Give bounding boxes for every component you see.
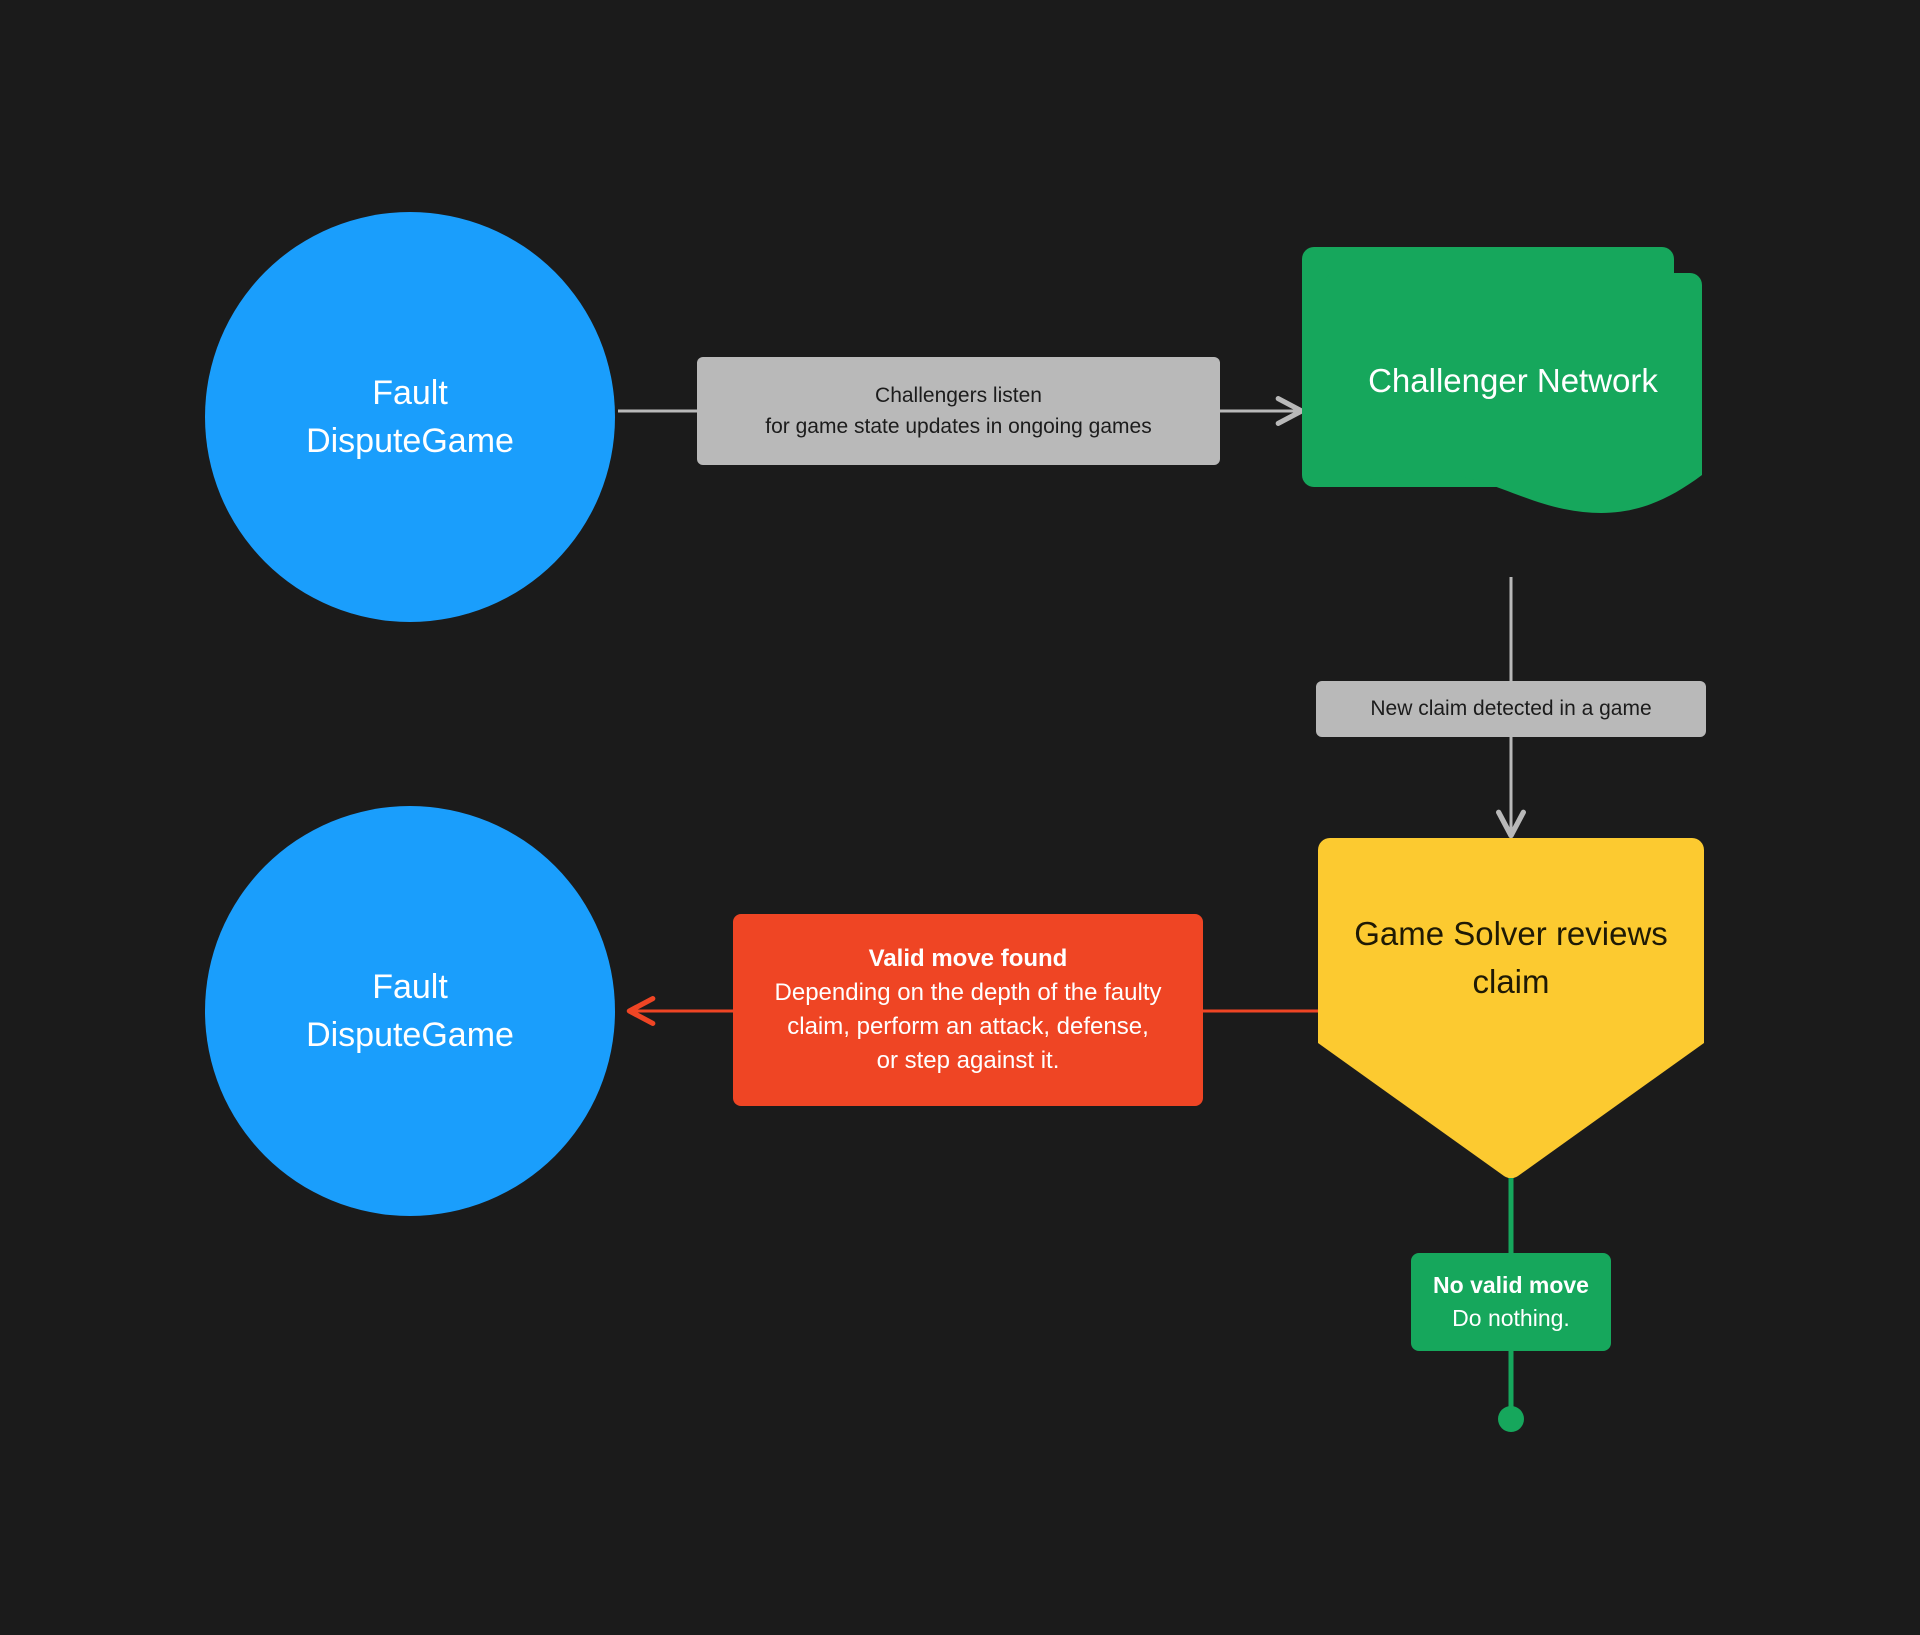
edge-label-valid-move-found[interactable]: Valid move found Depending on the depth … (733, 914, 1203, 1106)
node-game-solver[interactable]: Game Solver reviews claim (1318, 838, 1704, 1178)
node-label-line-1: Fault (372, 967, 448, 1006)
edge-label-heading: Valid move found (868, 944, 1068, 972)
edge-label-line-2: for game state updates in ongoing games (765, 415, 1152, 438)
edge-label-line-1: Do nothing. (1452, 1305, 1570, 1331)
edge-label-line-3: or step against it. (876, 1047, 1060, 1075)
document-stack-front-sheet (1324, 273, 1702, 513)
edge-label-challengers-listen[interactable]: Challengers listen for game state update… (697, 357, 1220, 465)
edge-label-line-1: Challengers listen (875, 383, 1042, 407)
node-label: Challenger Network (1324, 273, 1702, 488)
node-label: Fault DisputeGame (306, 369, 514, 466)
edge-label-line-1: New claim detected in a game (1370, 697, 1652, 721)
node-label-line-1: Challenger (1368, 361, 1528, 399)
edge-label-no-valid-move[interactable]: No valid move Do nothing. (1411, 1253, 1611, 1351)
edge-label-line-1: Depending on the depth of the faulty (774, 978, 1162, 1006)
edge-label-new-claim-detected[interactable]: New claim detected in a game (1316, 681, 1706, 737)
node-label-line-1: Game Solver (1354, 915, 1547, 953)
node-label: Fault DisputeGame (306, 963, 514, 1060)
node-label-line-2: reviews claim (1472, 915, 1668, 1000)
shield-shape (1318, 838, 1704, 1178)
node-fault-dispute-game-top[interactable]: Fault DisputeGame (205, 212, 615, 622)
node-fault-dispute-game-bottom[interactable]: Fault DisputeGame (205, 806, 615, 1216)
node-label-line-1: Fault (372, 373, 448, 412)
node-label-line-2: Network (1536, 361, 1658, 399)
node-label-line-2: DisputeGame (306, 1016, 514, 1054)
node-label-line-2: DisputeGame (306, 422, 514, 460)
edge-label-line-2: claim, perform an attack, defense, (787, 1013, 1149, 1040)
node-challenger-network[interactable]: Challenger Network (1302, 247, 1707, 572)
node-label: Game Solver reviews claim (1318, 838, 1704, 1078)
edge-label-heading: No valid move (1433, 1272, 1589, 1299)
edge-terminator-dot (1498, 1406, 1524, 1432)
